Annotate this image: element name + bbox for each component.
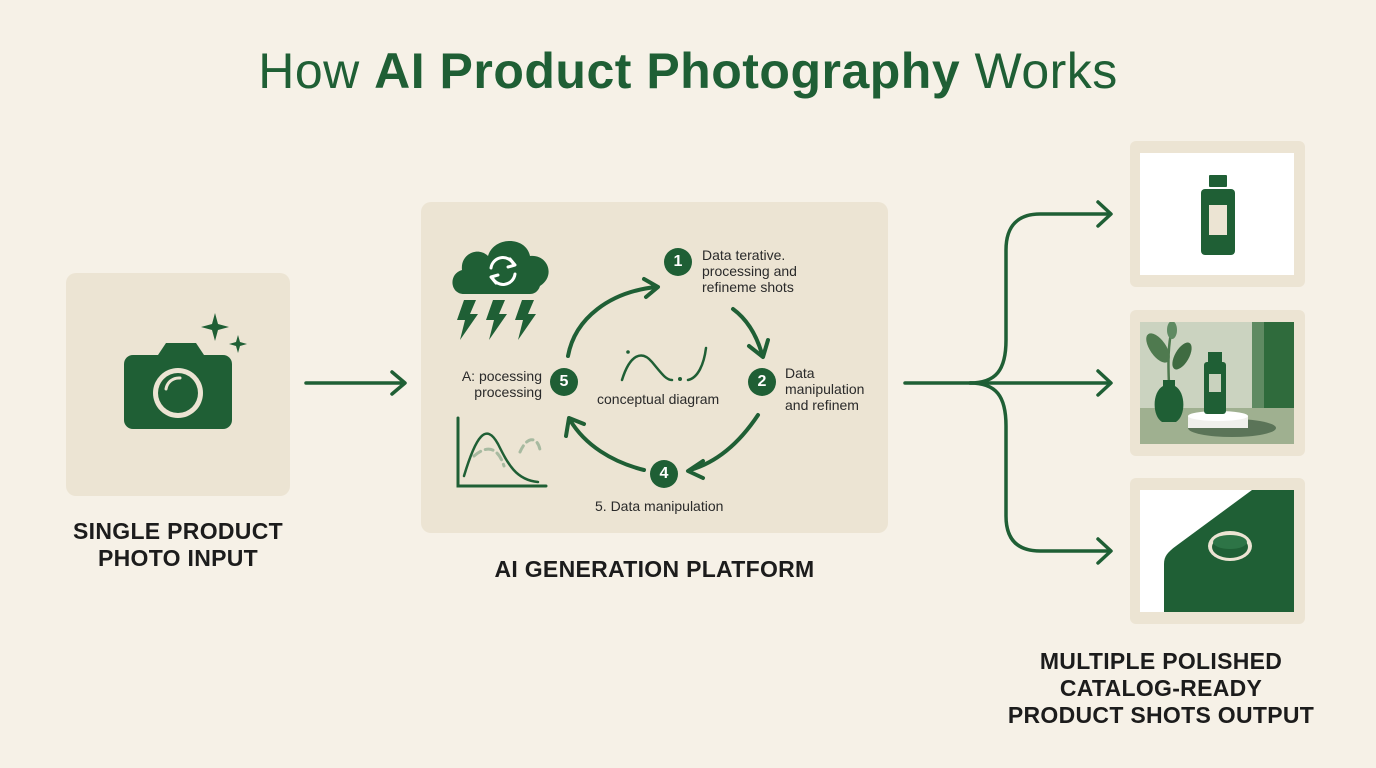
step-5-line1: A: pocessing	[461, 368, 542, 384]
step-2-line2: manipulation	[785, 381, 865, 397]
output-shot-3-image	[1140, 490, 1294, 612]
page-title: How AI Product Photography Works	[0, 42, 1376, 100]
step-1-label: Data terative. processing and refineme s…	[702, 247, 797, 295]
input-caption: SINGLE PRODUCT PHOTO INPUT	[40, 518, 316, 572]
input-caption-line2: PHOTO INPUT	[97, 545, 259, 571]
bottle-icon	[1201, 175, 1235, 255]
title-suffix: Works	[960, 43, 1118, 99]
step-1-line2: processing and	[702, 263, 797, 279]
arrow-input-to-platform	[304, 370, 407, 396]
step-5-line2: processing	[474, 384, 542, 400]
center-label: conceptual diagram	[597, 391, 720, 407]
input-caption-line1: SINGLE PRODUCT	[73, 518, 283, 544]
output-caption-line2: CATALOG-READY	[1059, 675, 1263, 701]
step-4-badge: 4	[650, 460, 678, 488]
wave-graph-icon	[620, 346, 708, 382]
step-1-line1: Data terative.	[702, 247, 786, 263]
closeup-scene	[1164, 490, 1294, 612]
step-2-label: Data manipulation and refinem	[785, 365, 864, 413]
step-1-line3: refineme shots	[702, 279, 794, 295]
camera-icon	[124, 343, 232, 429]
branch-arrows	[903, 200, 1113, 565]
vase-plant-icon	[1146, 322, 1192, 422]
output-caption-line3: PRODUCT SHOTS OUTPUT	[1007, 702, 1315, 728]
output-shot-1-image	[1140, 153, 1294, 275]
platform-caption: AI GENERATION PLATFORM	[494, 556, 815, 582]
step-5-badge: 5	[550, 368, 578, 396]
title-emphasis: AI Product Photography	[374, 43, 961, 99]
bell-curve-graph-icon	[456, 416, 548, 488]
input-panel	[66, 273, 290, 496]
step-1-badge: 1	[664, 248, 692, 276]
step-2-line1: Data	[785, 365, 815, 381]
output-shot-1	[1130, 141, 1305, 287]
sparkle-icon	[201, 313, 247, 353]
output-shot-2	[1130, 310, 1305, 456]
lightning-icon	[457, 300, 536, 340]
output-caption: MULTIPLE POLISHED CATALOG-READY PRODUCT …	[996, 648, 1326, 729]
title-prefix: How	[258, 43, 375, 99]
output-caption-line1: MULTIPLE POLISHED	[1039, 648, 1283, 674]
process-cycle-arrows	[564, 277, 770, 480]
step-5-label: A: pocessing processing	[432, 368, 542, 400]
step-4-label: 5. Data manipulation	[595, 498, 724, 514]
output-shot-3	[1130, 478, 1305, 624]
step-2-badge: 2	[748, 368, 776, 396]
output-shot-2-image	[1140, 322, 1294, 444]
cloud-sync-icon	[452, 241, 549, 294]
step-2-line3: and refinem	[785, 397, 859, 413]
